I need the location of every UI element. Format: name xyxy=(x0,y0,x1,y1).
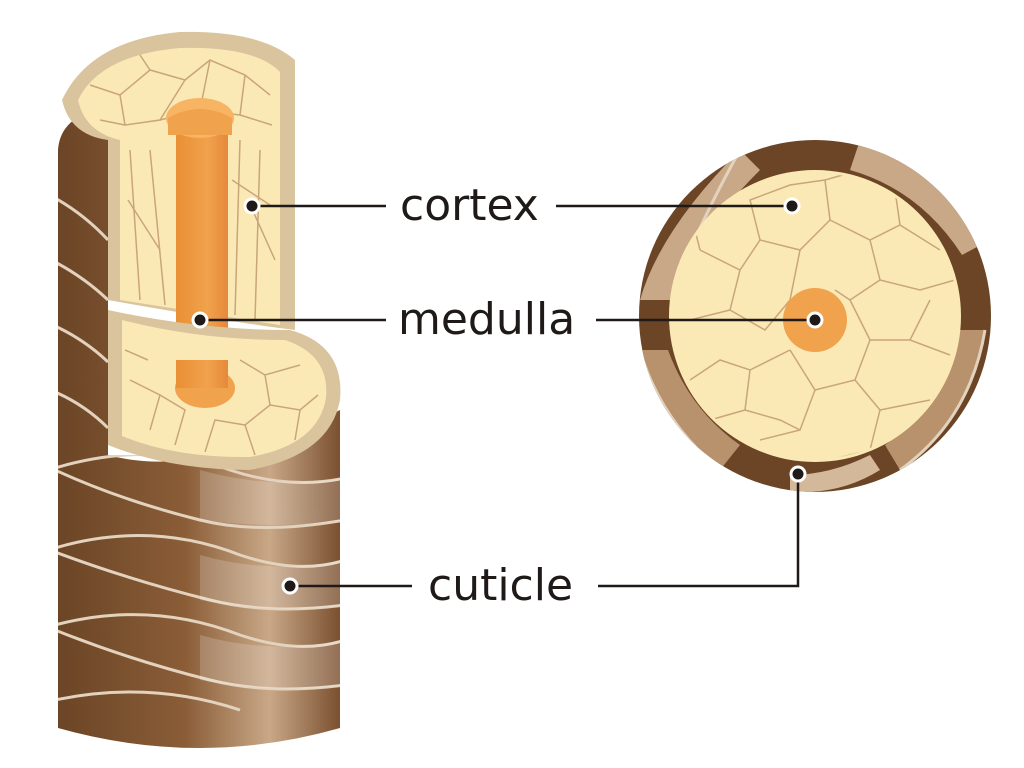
cuticle-pointer-dot-left xyxy=(281,577,299,595)
medulla-pointer-dot-left xyxy=(191,311,209,329)
medulla-pointer-dot-right xyxy=(806,311,824,329)
label-cortex: cortex xyxy=(400,180,539,231)
label-cuticle: cuticle xyxy=(428,560,573,611)
label-medulla-group: medulla xyxy=(191,294,824,345)
label-medulla: medulla xyxy=(398,294,575,345)
label-cortex-group: cortex xyxy=(243,180,801,231)
cuticle-pointer-dot-right xyxy=(789,465,807,483)
strand-top-section xyxy=(62,31,295,405)
cortex-pointer-dot-left xyxy=(243,197,261,215)
label-cuticle-group: cuticle xyxy=(281,465,807,611)
cortex-pointer-dot-right xyxy=(783,197,801,215)
hair-strand-cutaway xyxy=(58,31,341,748)
cortex-cells xyxy=(689,173,956,459)
strand-lower-section xyxy=(108,310,341,470)
